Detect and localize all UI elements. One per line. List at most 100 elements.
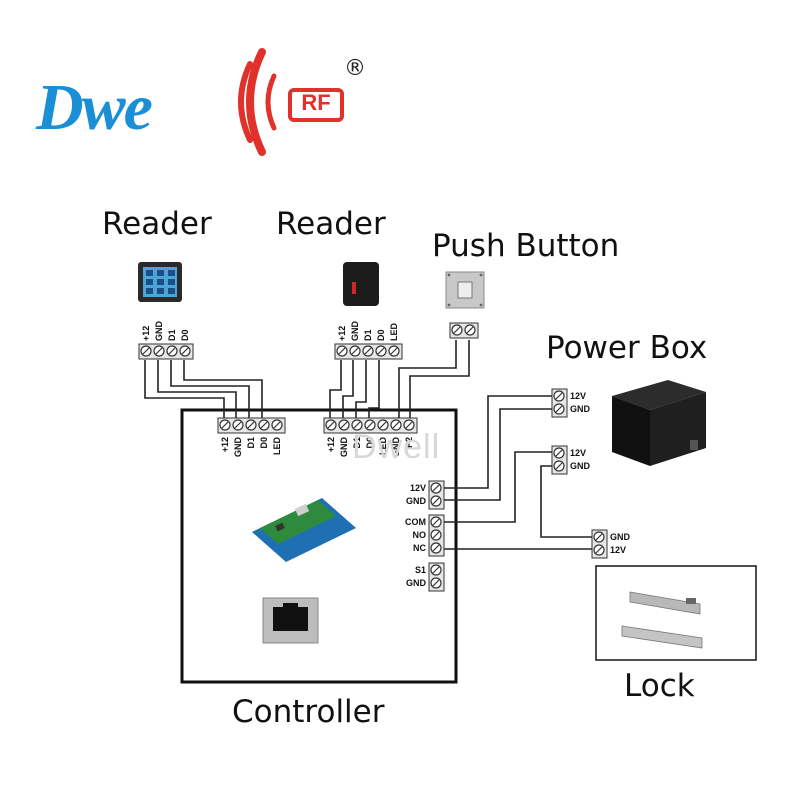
- screw-terminal: [166, 345, 178, 357]
- terminal-label: D0: [365, 437, 375, 449]
- terminal-label: GND: [406, 578, 427, 588]
- screw-terminal: [430, 542, 442, 554]
- terminal-label: D0: [259, 437, 269, 449]
- screw-terminal: [593, 544, 605, 556]
- terminal-label: GND: [610, 532, 631, 542]
- lock-box: [595, 565, 757, 661]
- terminal-label: GND: [154, 321, 164, 342]
- wire-r1-gnd: [157, 360, 237, 418]
- terminal-label: D1: [167, 329, 177, 341]
- screw-terminal: [451, 324, 463, 336]
- wire-r1-12: [144, 360, 225, 418]
- screw-terminal: [232, 419, 244, 431]
- wire-psu2-gnd: [540, 465, 596, 538]
- terminal-label: GND: [339, 437, 349, 458]
- watermark: Dwell: [352, 428, 441, 466]
- terminal-label: GND: [406, 496, 427, 506]
- terminal-label: GND: [570, 461, 591, 471]
- reader-right-label: Reader: [276, 206, 386, 242]
- screw-terminal: [258, 419, 270, 431]
- screw-terminal: [362, 345, 374, 357]
- screw-terminal: [338, 419, 350, 431]
- terminal-label: D0: [180, 329, 190, 341]
- logo-rf-waves-icon: [238, 48, 277, 156]
- screw-terminal: [553, 403, 565, 415]
- lock-label: Lock: [624, 668, 695, 704]
- wire-r2-12: [329, 360, 342, 418]
- controller-label: Controller: [232, 694, 385, 730]
- terminal-label: GND: [350, 321, 360, 342]
- keypad-reader-device: [138, 262, 182, 302]
- terminal-label: 12V: [610, 545, 626, 555]
- wire-r1-d0: [183, 360, 263, 418]
- rj45-port: [262, 597, 319, 644]
- terminal-label: NC: [413, 543, 426, 553]
- terminal-label: LED: [272, 436, 282, 455]
- power-box-label: Power Box: [546, 330, 708, 366]
- logo-rf: RF: [301, 90, 331, 115]
- terminal-label: LED: [389, 322, 399, 341]
- screw-terminal: [375, 345, 387, 357]
- terminal-label: +12: [326, 437, 336, 452]
- screw-terminal: [153, 345, 165, 357]
- screw-terminal: [271, 419, 283, 431]
- terminal-label: LED: [378, 436, 388, 455]
- terminal-label: NO: [413, 530, 427, 540]
- screw-terminal: [430, 482, 442, 494]
- screw-terminal: [553, 460, 565, 472]
- terminal-label: +12: [141, 326, 151, 341]
- terminal-label: D0: [376, 329, 386, 341]
- terminal-label: GND: [570, 404, 591, 414]
- wire-r2-gnd: [342, 360, 354, 418]
- terminal-label: COM: [405, 517, 426, 527]
- screw-terminal: [430, 564, 442, 576]
- terminal-label: S1: [415, 565, 426, 575]
- logo-rf-box: [288, 88, 344, 122]
- wire-psu2-12v: [436, 451, 556, 523]
- screw-terminal: [219, 419, 231, 431]
- screw-terminal: [593, 531, 605, 543]
- terminal-label: D1: [352, 437, 362, 449]
- push-button-device: [445, 271, 485, 309]
- screw-terminal: [245, 419, 257, 431]
- terminal-label: D1: [246, 437, 256, 449]
- terminal-label: P2: [404, 437, 414, 448]
- terminal-label: 12V: [410, 483, 426, 493]
- terminal-block-reader_left: [138, 343, 194, 360]
- wire-pb-1: [398, 340, 457, 418]
- logo-brand: Dwe: [36, 71, 153, 144]
- controller-pcb: [252, 498, 356, 562]
- terminal-label: GND: [391, 437, 401, 458]
- screw-terminal: [140, 345, 152, 357]
- wire-psu-gnd: [436, 408, 556, 501]
- reader-left-label: Reader: [102, 206, 212, 242]
- screw-terminal: [349, 345, 361, 357]
- screw-terminal: [464, 324, 476, 336]
- terminal-blocks: [138, 322, 608, 592]
- power-box-device: [612, 380, 706, 466]
- screw-terminal: [336, 345, 348, 357]
- controller-box: [180, 408, 458, 684]
- wire-r1-d1: [170, 360, 250, 418]
- terminal-label: +12: [337, 326, 347, 341]
- screw-terminal: [553, 447, 565, 459]
- push-button-label: Push Button: [432, 228, 620, 264]
- screw-terminal: [430, 529, 442, 541]
- terminal-label: D1: [363, 329, 373, 341]
- wires: [144, 340, 596, 550]
- registered-mark: ®: [344, 56, 366, 81]
- screw-terminal: [325, 419, 337, 431]
- screw-terminal: [430, 516, 442, 528]
- screw-terminal: [430, 495, 442, 507]
- screw-terminal: [179, 345, 191, 357]
- wire-pb-2: [409, 340, 470, 418]
- wire-r2-d1: [355, 360, 367, 418]
- terminal-label: GND: [233, 437, 243, 458]
- terminal-label: 12V: [570, 448, 586, 458]
- terminal-label: 12V: [570, 391, 586, 401]
- lock-device: [621, 591, 703, 649]
- wire-psu-12v: [436, 395, 556, 489]
- screw-terminal: [388, 345, 400, 357]
- screw-terminal: [553, 390, 565, 402]
